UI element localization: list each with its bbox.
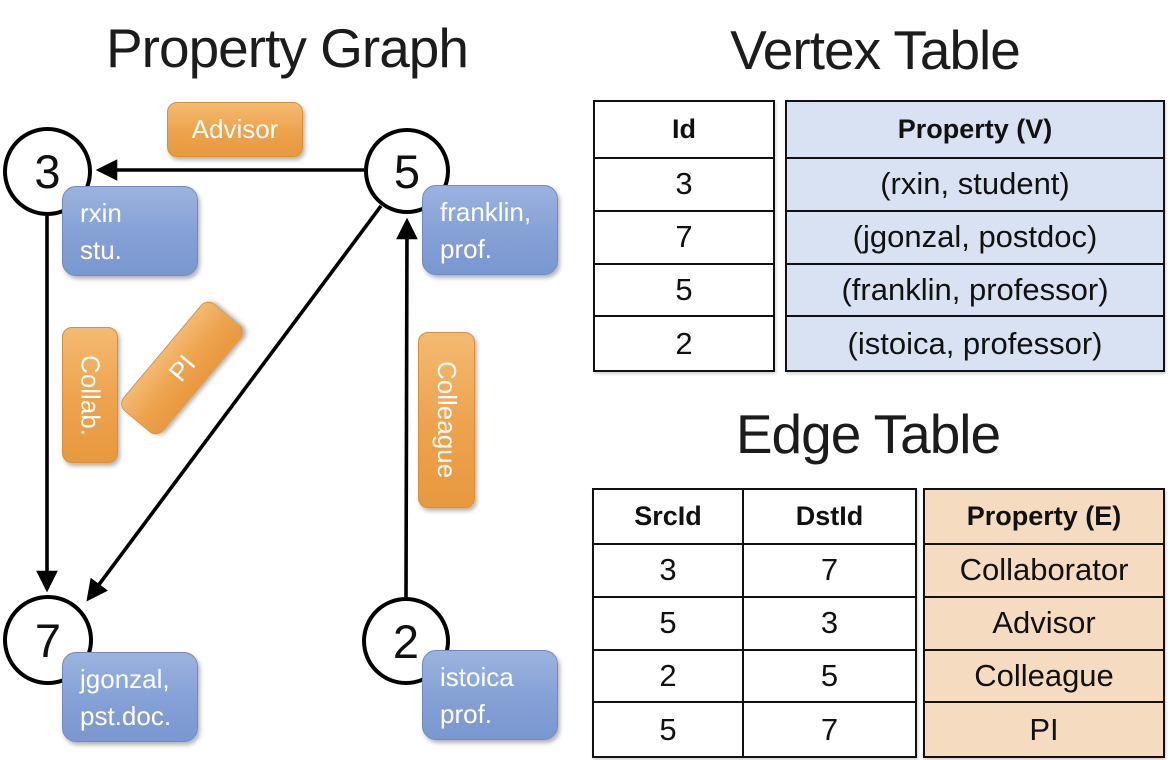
vertex-property-line: stu. [80, 235, 122, 265]
edge-table-src-cell: 3 [594, 545, 744, 598]
vertex-table-id-cell: 3 [595, 159, 773, 212]
property-graph-title: Property Graph [105, 17, 469, 79]
vertex-property-box-7: jgonzal, pst.doc. [62, 652, 198, 742]
vertex-table-id-cell: 2 [675, 325, 693, 361]
vertex-table-property-cell: (franklin, professor) [787, 264, 1163, 318]
edge-arrow-5-to-7 [86, 204, 383, 602]
edge-table-dst-cell: 5 [744, 651, 915, 704]
edge-table-dst-cell: 7 [820, 711, 839, 747]
vertex-table-property-cell: (istoica, professor) [787, 317, 1163, 370]
vertex-table-header-id: Id [595, 102, 773, 159]
edge-table-property-cell: Collaborator [925, 545, 1163, 598]
vertex-table-id-cell: 7 [595, 212, 773, 265]
vertex-property-line: rxin [80, 198, 122, 228]
vertex-property-box-5: franklin, prof. [422, 185, 558, 275]
edge-label-advisor: Advisor [167, 102, 303, 157]
vertex-table-property-column: Property (V) (rxin, student) (jgonzal, p… [785, 100, 1165, 372]
vertex-table-property-cell: (jgonzal, postdoc) [787, 211, 1163, 265]
vertex-property-box-3: rxin stu. [62, 186, 198, 276]
edge-table-header-dstid: DstId [744, 490, 915, 545]
edge-table-src-cell: 2 [594, 650, 744, 704]
edge-table-header-property: Property (E) [925, 490, 1163, 545]
vertex-table-property-cell: (rxin, student) [787, 159, 1163, 212]
edge-table-header-srcid: SrcId [594, 490, 744, 545]
vertex-property-line: franklin, [440, 197, 532, 227]
vertex-table-id-cell: 5 [595, 265, 773, 318]
edge-arrow-2-to-5 [396, 217, 418, 598]
vertex-property-line: istoica [440, 662, 514, 692]
edge-table-src-cell: 5 [594, 597, 744, 651]
vertex-property-line: jgonzal, [80, 664, 170, 694]
edge-label-collab: Collab. [62, 327, 118, 463]
edge-table-dst-cell: 7 [744, 545, 915, 598]
graph-node-5: 5 [364, 128, 450, 214]
vertex-property-line: prof. [440, 699, 493, 729]
edge-table-property-cell: Advisor [925, 597, 1163, 651]
edge-table-src-dst-columns: SrcId DstId 3 7 5 3 2 5 5 7 [592, 488, 917, 758]
edge-table-src-cell: 5 [594, 703, 744, 756]
vertex-property-line: pst.doc. [80, 701, 172, 731]
vertex-property-box-2: istoica prof. [422, 650, 558, 740]
vertex-table-header-property: Property (V) [787, 102, 1163, 159]
edge-table-dst-cell: 3 [744, 598, 915, 651]
vertex-table-title: Vertex Table [730, 19, 1021, 81]
edge-table-title: Edge Table [735, 403, 1001, 465]
vertex-table-id-column: Id 3 7 5 2 [593, 100, 775, 372]
edge-table-property-cell: Colleague [925, 650, 1163, 704]
edge-label-colleague: Colleague [418, 332, 475, 508]
graph-node-2: 2 [362, 597, 450, 685]
edge-table-property-column: Property (E) Collaborator Advisor Collea… [923, 488, 1165, 758]
edge-table-property-cell: PI [925, 703, 1163, 756]
vertex-property-line: prof. [440, 234, 493, 264]
